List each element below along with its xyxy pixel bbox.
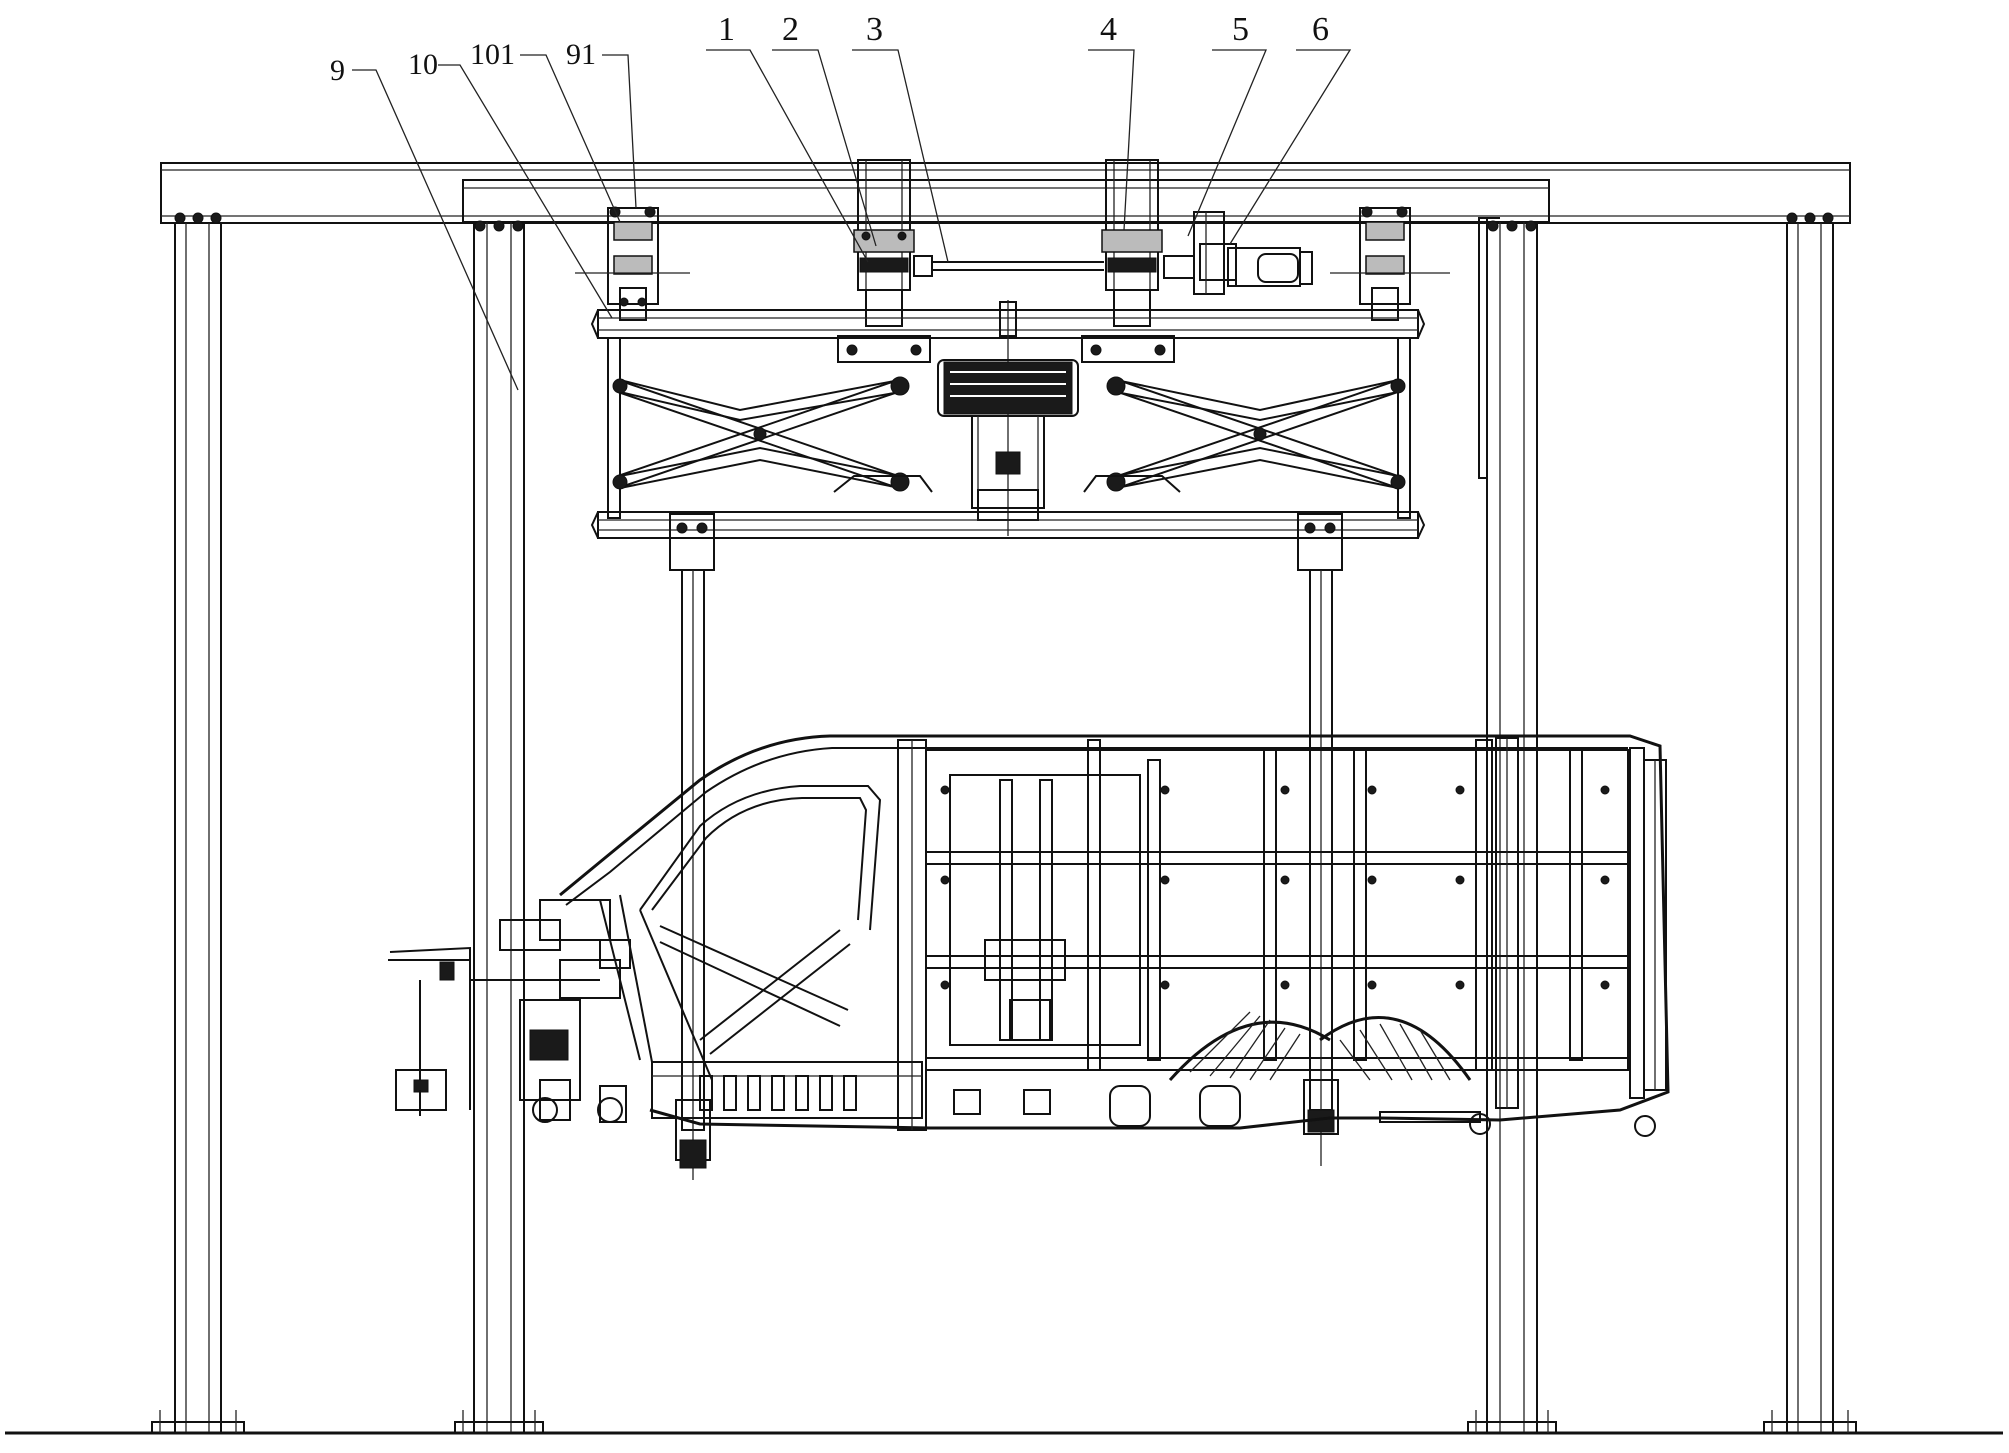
scissor-linkage-left bbox=[612, 376, 933, 493]
outer-gantry-frame bbox=[151, 162, 1857, 1434]
trolley-right bbox=[1330, 206, 1450, 321]
label-2: 2 bbox=[782, 11, 799, 48]
label-10: 10 bbox=[408, 48, 438, 81]
cargo-grid bbox=[925, 739, 1629, 1071]
inner-gantry-frame bbox=[454, 179, 1557, 1434]
label-4: 4 bbox=[1100, 11, 1117, 48]
lower-carriage-frame bbox=[590, 511, 1426, 571]
label-5: 5 bbox=[1232, 11, 1249, 48]
label-3: 3 bbox=[866, 11, 883, 48]
drive-shaft-3 bbox=[913, 255, 1104, 277]
reducer-5 bbox=[1163, 211, 1237, 295]
hanger-arm-right bbox=[1303, 569, 1339, 1166]
motor-6 bbox=[1205, 212, 1313, 294]
leader-lines bbox=[352, 49, 1352, 391]
reference-labels: 9 10 101 91 1 2 3 4 5 6 bbox=[330, 11, 1329, 87]
trolley-center-4 bbox=[1101, 159, 1163, 327]
hanger-arm-left bbox=[675, 569, 711, 1180]
lift-winch bbox=[937, 300, 1079, 536]
label-91: 91 bbox=[566, 38, 596, 71]
scissor-linkage-right bbox=[1083, 376, 1406, 493]
label-1: 1 bbox=[718, 11, 735, 48]
vehicle-body bbox=[388, 734, 1670, 1137]
trolley-left-91 bbox=[575, 206, 690, 321]
label-101: 101 bbox=[470, 38, 515, 71]
label-6: 6 bbox=[1312, 11, 1329, 48]
trolley-center-1 bbox=[853, 159, 915, 327]
label-9: 9 bbox=[330, 54, 345, 87]
